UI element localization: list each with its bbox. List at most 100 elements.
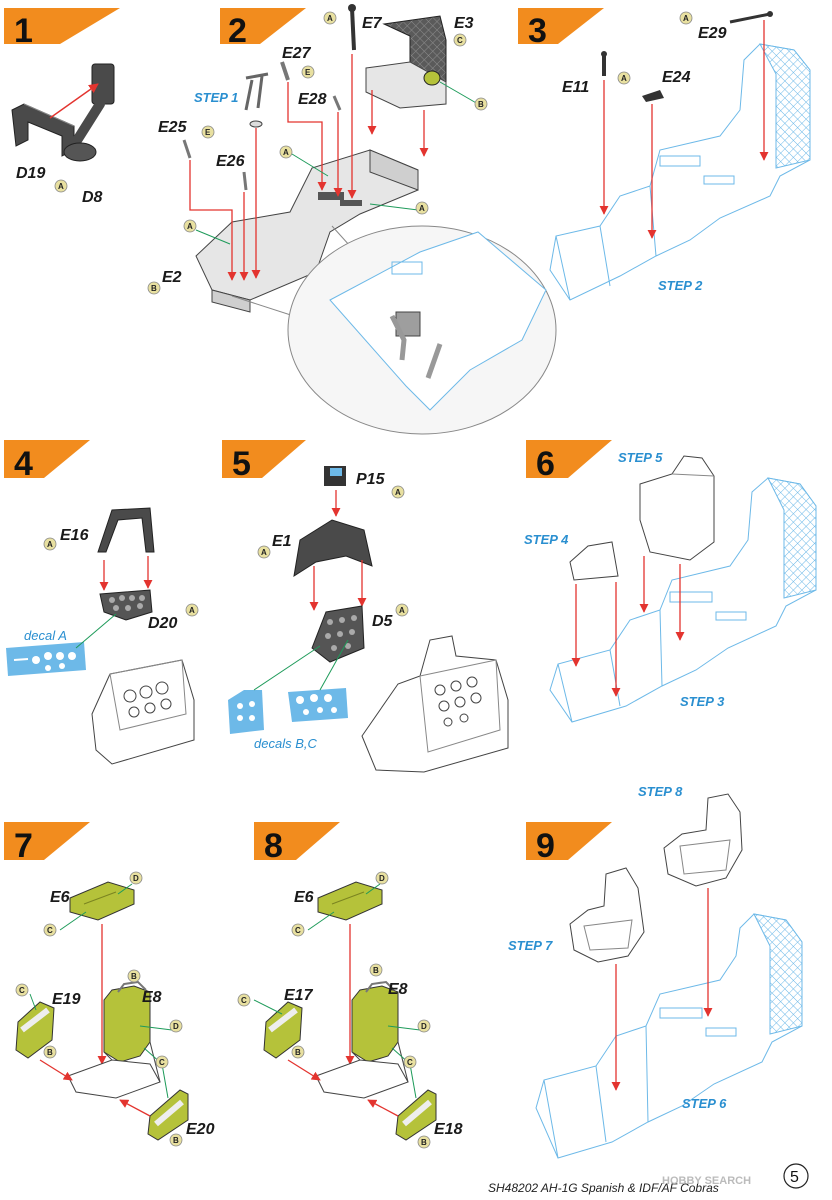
part-e27-small xyxy=(280,61,290,81)
label-e25: E25 xyxy=(158,119,188,136)
part-e1-hood xyxy=(293,519,373,578)
badge-a-icon: A xyxy=(257,545,271,559)
badge-e-icon: E xyxy=(201,125,215,139)
step-4-number: 4 xyxy=(14,445,33,483)
part-e6-cushion xyxy=(69,881,135,921)
decal-a-sheet xyxy=(6,642,86,676)
badge-c-icon: C xyxy=(237,993,251,1007)
panel-step4-outline xyxy=(569,541,619,581)
badge-c-icon: C xyxy=(15,983,29,997)
svg-text:D: D xyxy=(421,1022,427,1031)
step-5-diagram: P15 E1 D5 decals B,C A A A xyxy=(228,466,509,773)
badge-b-icon: B xyxy=(169,1133,183,1147)
svg-text:A: A xyxy=(189,606,195,615)
label-d5: D5 xyxy=(372,613,394,630)
badge-c-icon: C xyxy=(43,923,57,937)
badge-b-icon: B xyxy=(369,963,383,977)
ref-step-7: STEP 7 xyxy=(508,938,553,953)
label-e27: E27 xyxy=(282,45,312,62)
svg-text:A: A xyxy=(187,222,193,231)
step-4-diagram: E16 D20 decal A A A xyxy=(6,507,199,765)
part-p15 xyxy=(324,466,346,486)
badge-d-icon: D xyxy=(417,1019,431,1033)
svg-text:B: B xyxy=(373,966,379,975)
svg-text:A: A xyxy=(261,548,267,557)
svg-text:C: C xyxy=(19,986,25,995)
label-e24: E24 xyxy=(662,69,691,86)
decal-c-sheet xyxy=(288,688,348,722)
part-e24 xyxy=(642,90,664,102)
hood-step5-outline xyxy=(639,455,715,561)
part-e7 xyxy=(348,4,356,51)
badge-b-icon: B xyxy=(474,97,488,111)
svg-text:A: A xyxy=(399,606,405,615)
ref-step-5: STEP 5 xyxy=(618,450,663,465)
badge-b-icon: B xyxy=(43,1045,57,1059)
svg-text:E: E xyxy=(305,68,311,77)
step-9-diagram: STEP 8 STEP 7 STEP 6 xyxy=(508,784,803,1159)
label-e8: E8 xyxy=(388,981,408,998)
ref-step-6: STEP 6 xyxy=(682,1096,727,1111)
svg-text:C: C xyxy=(457,36,463,45)
assembled-panel-step5 xyxy=(361,635,509,773)
decal-b-sheet xyxy=(228,690,264,734)
part-e3-panel xyxy=(365,15,447,109)
svg-text:D: D xyxy=(173,1022,179,1031)
label-d19: D19 xyxy=(16,165,45,182)
badge-a-icon: A xyxy=(415,201,429,215)
label-e11: E11 xyxy=(562,79,589,96)
step-7-flag: 7 xyxy=(4,822,90,865)
part-e11 xyxy=(601,51,607,76)
footer: SH48202 AH-1G Spanish & IDF/AF Cobras HO… xyxy=(488,1163,809,1195)
badge-d-icon: D xyxy=(169,1019,183,1033)
badge-d-icon: D xyxy=(129,871,143,885)
ref-step-2: STEP 2 xyxy=(658,278,703,293)
part-e17-side xyxy=(263,1001,303,1059)
badge-a-icon: A xyxy=(679,11,693,25)
step-2-flag: 2 xyxy=(220,8,306,50)
step-7-number: 7 xyxy=(14,827,33,865)
badge-c-icon: C xyxy=(291,923,305,937)
svg-text:C: C xyxy=(407,1058,413,1067)
step-6-flag: 6 xyxy=(526,440,612,483)
step-8-diagram: E6 E17 E8 E18 D C B C D B C B xyxy=(237,871,463,1149)
svg-text:B: B xyxy=(151,284,157,293)
cockpit-tub-blueprint xyxy=(549,43,811,301)
part-e6-cushion xyxy=(317,881,383,921)
badge-a-icon: A xyxy=(43,537,57,551)
label-e29: E29 xyxy=(698,25,727,42)
svg-text:B: B xyxy=(478,100,484,109)
ref-step-4: STEP 4 xyxy=(524,532,569,547)
step-1-number: 1 xyxy=(14,12,33,50)
svg-text:C: C xyxy=(295,926,301,935)
label-e16: E16 xyxy=(60,527,89,544)
svg-text:A: A xyxy=(283,148,289,157)
part-e19-side xyxy=(15,1001,55,1059)
part-d8-stick xyxy=(63,63,115,162)
label-e3: E3 xyxy=(454,15,474,32)
badge-a-icon: A xyxy=(54,179,68,193)
part-e8-seat xyxy=(67,980,161,1099)
svg-text:A: A xyxy=(47,540,53,549)
svg-text:D: D xyxy=(379,874,385,883)
part-e29 xyxy=(729,11,773,24)
label-decal-a: decal A xyxy=(24,628,67,643)
step-9-number: 9 xyxy=(536,827,555,865)
badge-b-icon: B xyxy=(417,1135,431,1149)
label-e2: E2 xyxy=(162,269,182,286)
page-number-circle xyxy=(783,1163,809,1189)
step-3-flag: 3 xyxy=(518,8,604,50)
ref-step-1: STEP 1 xyxy=(194,90,238,105)
svg-text:B: B xyxy=(173,1136,179,1145)
svg-text:B: B xyxy=(295,1048,301,1057)
badge-a-icon: A xyxy=(617,71,631,85)
step-9-flag: 9 xyxy=(526,822,612,865)
label-e19: E19 xyxy=(52,991,81,1008)
label-e26: E26 xyxy=(216,153,245,170)
step-2-number: 2 xyxy=(228,12,247,50)
seat-step7-outline xyxy=(569,867,645,963)
svg-text:A: A xyxy=(419,204,425,213)
part-d19-bracket xyxy=(11,103,75,157)
badge-a-icon: A xyxy=(279,145,293,159)
step-1-diagram: D19 D8 A xyxy=(11,63,115,206)
